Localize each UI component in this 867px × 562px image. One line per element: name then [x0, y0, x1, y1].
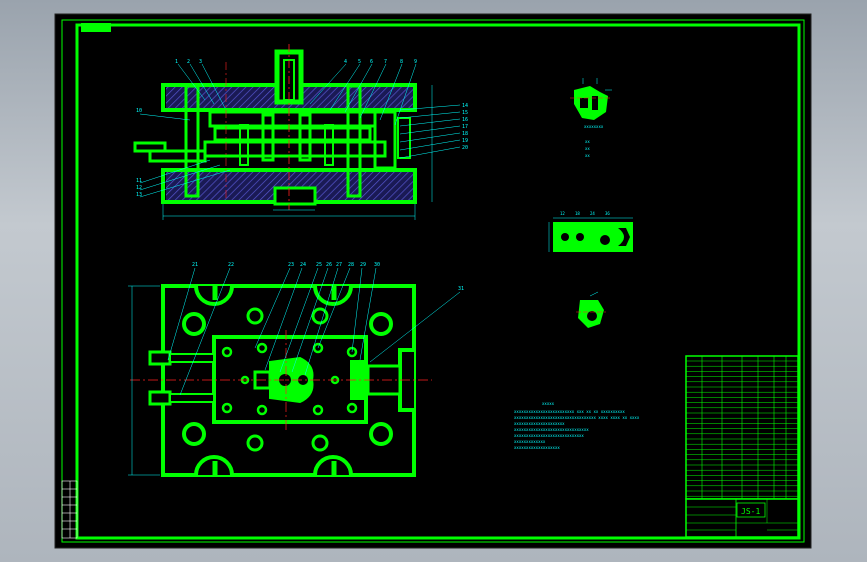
outer-border	[61, 19, 805, 543]
svg-text:12: 12	[560, 211, 565, 216]
svg-text:1: 1	[175, 59, 178, 65]
svg-text:19: 19	[462, 138, 468, 144]
svg-text:23: 23	[288, 262, 294, 268]
svg-text:12: 12	[136, 185, 142, 191]
svg-text:xxxxxxxxxxxxxxxxxxxxxxxxxxxxx: xxxxxxxxxxxxxxxxxxxxxxxxxxxxx	[514, 433, 584, 438]
svg-text:5: 5	[358, 59, 361, 65]
svg-text:9: 9	[414, 59, 417, 65]
svg-text:xxxxxxxxxxxxxxxxxxxxxxxxxxxxxx: xxxxxxxxxxxxxxxxxxxxxxxxxxxxxxxxxx xxxx …	[514, 415, 640, 420]
title-block: JS-1	[685, 498, 799, 538]
svg-text:30: 30	[374, 262, 380, 268]
svg-text:25: 25	[316, 262, 322, 268]
svg-text:13: 13	[136, 192, 142, 198]
svg-text:28: 28	[348, 262, 354, 268]
svg-text:29: 29	[360, 262, 366, 268]
svg-text:xxxxxxxxxxxxx: xxxxxxxxxxxxx	[514, 439, 546, 444]
svg-text:xxxxxxxxxxxxxxxxxxxxxxxxx xxx: xxxxxxxxxxxxxxxxxxxxxxxxx xxx xx xx xxxx…	[514, 409, 625, 414]
svg-text:xx: xx	[585, 146, 590, 151]
svg-text:xx: xx	[585, 153, 590, 158]
svg-text:10: 10	[136, 108, 142, 114]
detail-view-small	[576, 291, 606, 328]
svg-text:18: 18	[462, 131, 468, 137]
frame-tag	[81, 23, 111, 32]
svg-text:xxxxx: xxxxx	[542, 401, 555, 406]
inner-border	[75, 23, 801, 540]
svg-text:14: 14	[462, 103, 468, 109]
detail-view-strip: 12 18 24 36	[548, 211, 633, 252]
svg-text:xxxxxxxx: xxxxxxxx	[584, 124, 604, 129]
drawing-code: JS-1	[741, 507, 760, 516]
plan-view: 21 22 23 24 25 26 27 28 29 30 31	[128, 262, 464, 477]
svg-text:6: 6	[370, 59, 373, 65]
svg-text:xxxxxxxxxxxxxxxxxxx: xxxxxxxxxxxxxxxxxxx	[514, 445, 560, 450]
svg-text:2: 2	[187, 59, 190, 65]
svg-text:22: 22	[228, 262, 234, 268]
svg-text:18: 18	[575, 211, 580, 216]
svg-text:17: 17	[462, 124, 468, 130]
svg-text:xx: xx	[585, 139, 590, 144]
svg-text:26: 26	[326, 262, 332, 268]
revision-strip	[61, 480, 78, 539]
technical-notes: xxxxx xxxxxxxxxxxxxxxxxxxxxxxxx xxx xx x…	[514, 401, 640, 450]
svg-text:7: 7	[384, 59, 387, 65]
svg-text:16: 16	[462, 117, 468, 123]
svg-text:8: 8	[400, 59, 403, 65]
svg-text:24: 24	[300, 262, 306, 268]
svg-text:31: 31	[458, 286, 464, 292]
svg-text:11: 11	[136, 178, 142, 184]
svg-text:20: 20	[462, 145, 468, 151]
svg-text:3: 3	[199, 59, 202, 65]
svg-text:xxxxxxxxxxxxxxxxxxxxx: xxxxxxxxxxxxxxxxxxxxx	[514, 421, 565, 426]
svg-text:15: 15	[462, 110, 468, 116]
svg-text:xxxxxxxxxxxxxxxxxxxxxxxxxxxxxx: xxxxxxxxxxxxxxxxxxxxxxxxxxxxxxx	[514, 427, 589, 432]
svg-text:24: 24	[590, 211, 595, 216]
svg-text:21: 21	[192, 262, 198, 268]
detail-view-top: xxxxxxxx xx xx xx	[570, 78, 612, 158]
svg-text:27: 27	[336, 262, 342, 268]
svg-text:4: 4	[344, 59, 347, 65]
parts-list	[685, 355, 799, 500]
svg-text:36: 36	[605, 211, 610, 216]
